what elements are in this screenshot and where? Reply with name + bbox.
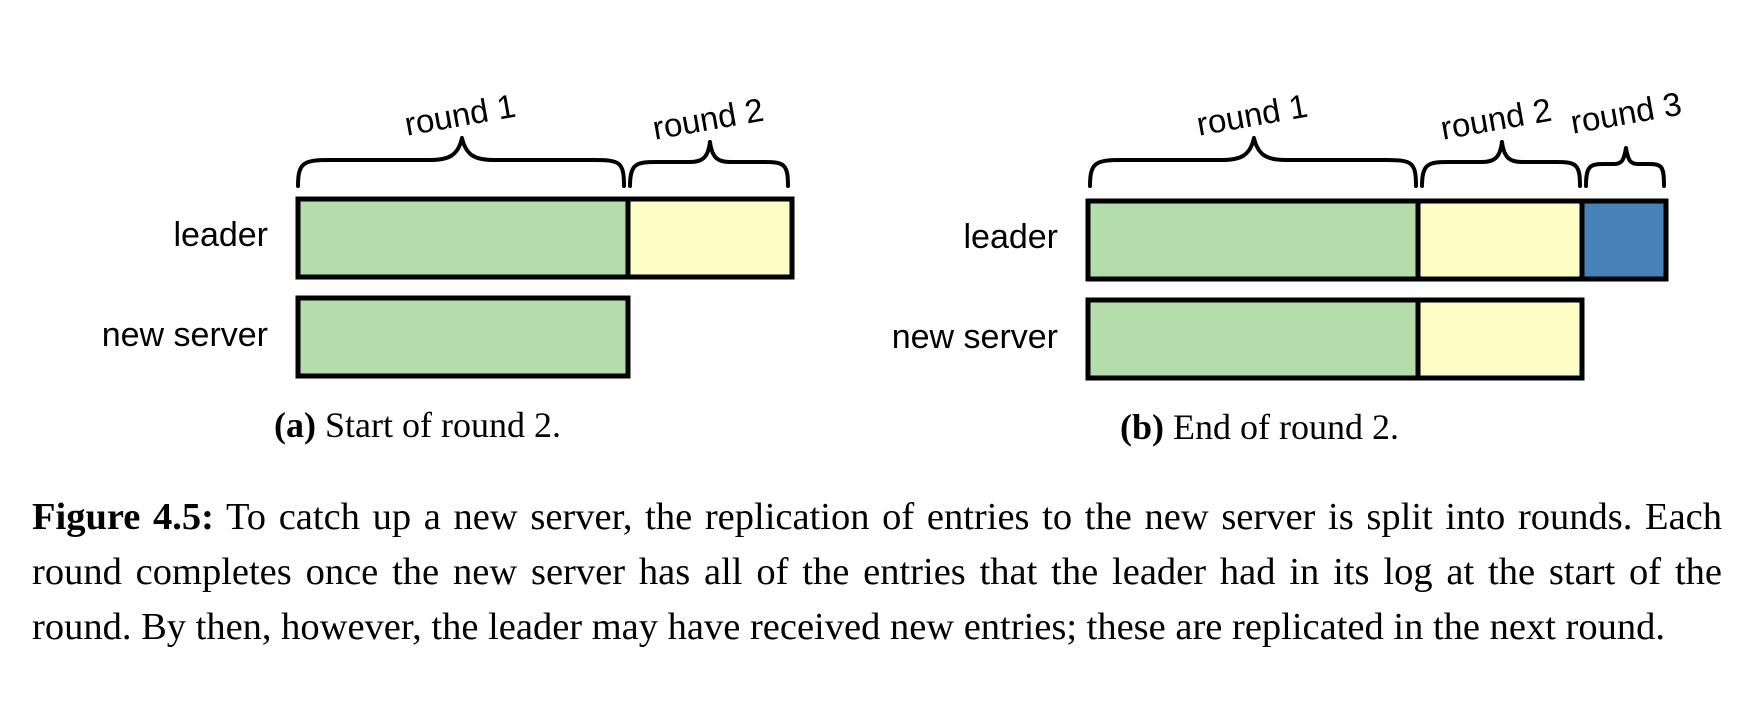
new-server-a-round1-entries (295, 295, 631, 379)
panel-a: round 1 round 2 leader new server (a) St… (102, 87, 795, 445)
brace-a-round2 (628, 140, 790, 188)
figure-diagram: round 1 round 2 leader new server (a) St… (102, 85, 1685, 447)
leader-b-round1-entries (1085, 198, 1421, 282)
figure-caption: Figure 4.5: To catch up a new server, th… (32, 490, 1722, 655)
brace-a-round1 (296, 136, 626, 188)
panel-b: round 1 round 2 round 3 leader new serve… (892, 85, 1685, 447)
round-label-b-2: round 2 (1438, 91, 1555, 147)
row-label-a-new-server: new server (102, 316, 268, 354)
brace-b-round3 (1584, 146, 1666, 188)
round-label-a-2: round 2 (650, 91, 767, 147)
leader-b-round3-entries (1579, 198, 1669, 282)
round-label-b-3: round 3 (1568, 85, 1685, 141)
subcaption-a: (a) Start of round 2. (274, 405, 561, 445)
brace-b-round1 (1088, 136, 1418, 188)
new-server-b-round1-entries (1085, 297, 1421, 381)
leader-a-round2-entries (625, 196, 795, 280)
row-label-b-new-server: new server (892, 318, 1058, 356)
figure-caption-text: To catch up a new server, the replicatio… (32, 496, 1722, 648)
leader-a-round1-entries (295, 196, 631, 280)
new-server-b-round2-entries (1415, 297, 1585, 381)
subcaption-b: (b) End of round 2. (1120, 407, 1399, 447)
figure-label: Figure 4.5: (32, 496, 214, 538)
row-label-a-leader: leader (173, 216, 268, 254)
leader-b-round2-entries (1415, 198, 1585, 282)
round-label-a-1: round 1 (402, 87, 519, 143)
row-label-b-leader: leader (963, 218, 1058, 256)
brace-b-round2 (1420, 140, 1582, 188)
round-label-b-1: round 1 (1194, 87, 1311, 143)
